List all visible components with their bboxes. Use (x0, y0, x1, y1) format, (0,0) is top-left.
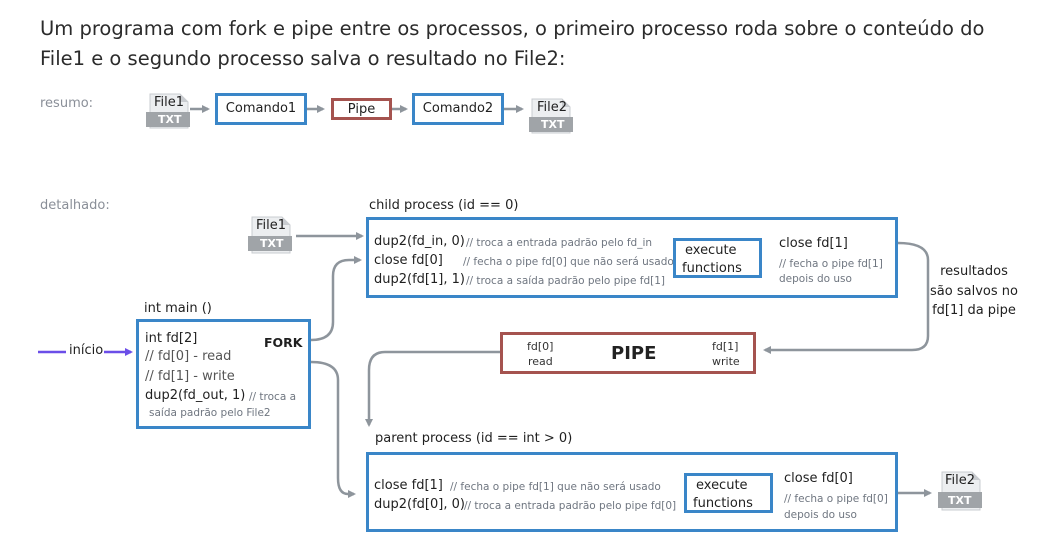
arrow-pipe-parent (365, 350, 500, 427)
comando1-label: Comando1 (225, 101, 297, 116)
file2-summary-name: File2 (537, 100, 568, 115)
child-line2: close fd[0] (374, 253, 443, 268)
file2-detail-name: File2 (945, 473, 976, 488)
parent-exec-a: execute (696, 478, 748, 493)
child-exec-b: functions (682, 261, 742, 276)
main-line4: dup2(fd_out, 1) (145, 388, 246, 403)
file1-detail-name: File1 (256, 218, 287, 233)
arrow-fork-child (310, 256, 362, 342)
parent-close-comment-b: depois do uso (784, 509, 857, 521)
file1-summary-name: File1 (154, 95, 185, 110)
file1-detail-icon (248, 216, 292, 254)
parent-close-comment-a: // fecha o pipe fd[0] (784, 493, 888, 505)
file1-detail-ext: TXT (260, 237, 284, 250)
file2-summary-ext: TXT (541, 118, 565, 131)
child-exec-a: execute (685, 243, 737, 258)
child-box: dup2(fd_in, 0) // troca a entrada padrão… (366, 217, 898, 298)
main-title: int main () (144, 301, 212, 316)
child-close-comment-b: depois do uso (779, 273, 852, 285)
pipe-summary-box: Pipe (331, 98, 392, 120)
child-line1-comment: // troca a entrada padrão pelo fd_in (466, 237, 653, 249)
comando2-box: Comando2 (412, 93, 504, 125)
pipe-label: PIPE (611, 343, 657, 364)
child-line3-comment: // troca a saída padrão pelo pipe fd[1] (466, 275, 665, 287)
main-line1: int fd[2] (145, 331, 198, 346)
file2-detail-icon (938, 471, 982, 511)
file2-detail-ext: TXT (948, 494, 972, 507)
file2-summary-icon (529, 98, 573, 134)
results-line-a: resultados (940, 264, 1008, 279)
pipe-fd1: fd[1] (712, 340, 739, 353)
fork-label: FORK (264, 335, 303, 350)
pipe-box: fd[0] read PIPE fd[1] write (500, 332, 756, 374)
arrow-fork-parent (310, 360, 356, 498)
parent-box: close fd[1] // fecha o pipe fd[1] que nã… (366, 452, 898, 532)
child-title: child process (id == 0) (369, 198, 519, 213)
parent-line2-comment: // troca a entrada padrão pelo pipe fd[0… (464, 500, 677, 512)
parent-line2: dup2(fd[0], 0) (374, 497, 465, 512)
main-line2: // fd[0] - read (145, 349, 232, 364)
child-execute-box: execute functions (673, 238, 762, 278)
main-line3: // fd[1] - write (145, 369, 235, 384)
pipe-summary-label: Pipe (347, 102, 376, 117)
parent-exec-b: functions (693, 496, 753, 511)
child-close-comment-a: // fecha o pipe fd[1] (779, 258, 883, 270)
pipe-read: read (528, 355, 553, 368)
file1-summary-icon (146, 93, 190, 129)
comando1-box: Comando1 (215, 93, 307, 125)
child-close: close fd[1] (779, 236, 848, 251)
child-line2-comment: // fecha o pipe fd[0] que não será usado (463, 256, 674, 268)
results-line-b: são salvos no (930, 284, 1018, 299)
pipe-write: write (712, 355, 740, 368)
detalhado-label: detalhado: (40, 198, 110, 213)
resumo-label: resumo: (40, 96, 94, 111)
inicio-label: início (69, 343, 104, 358)
file1-summary-ext: TXT (158, 113, 182, 126)
parent-execute-box: execute functions (684, 473, 773, 513)
parent-line1: close fd[1] (374, 478, 443, 493)
results-line-c: fd[1] da pipe (932, 303, 1016, 318)
parent-close: close fd[0] (784, 471, 853, 486)
parent-title: parent process (id == int > 0) (375, 431, 573, 446)
main-line4-comment-a: // troca a (249, 391, 297, 403)
arrow-child-pipe (763, 241, 930, 354)
parent-line1-comment: // fecha o pipe fd[1] que não será usado (450, 481, 661, 493)
pipe-fd0: fd[0] (527, 340, 554, 353)
child-line3: dup2(fd[1], 1) (374, 272, 465, 287)
child-line1: dup2(fd_in, 0) (374, 234, 465, 249)
main-box: int fd[2] FORK // fd[0] - read // fd[1] … (136, 319, 311, 429)
main-line4-comment-b: saída padrão pelo File2 (149, 407, 271, 419)
page-title: Um programa com fork e pipe entre os pro… (40, 17, 985, 70)
comando2-label: Comando2 (422, 101, 494, 116)
